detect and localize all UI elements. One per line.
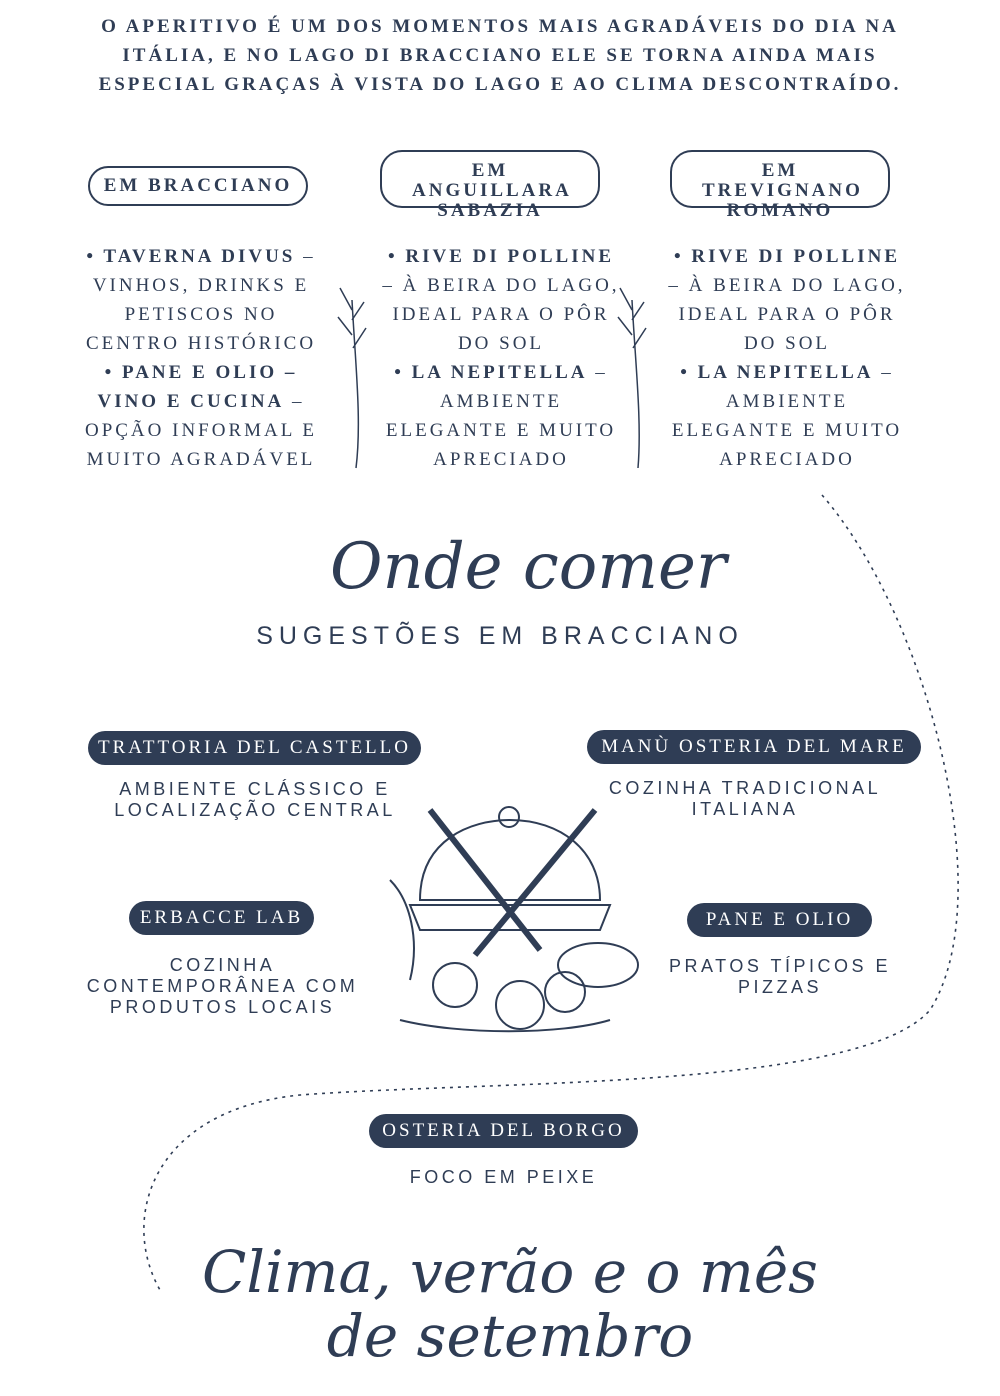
location-label-anguillara: EM ANGUILLARA SABAZIA <box>380 150 600 221</box>
restaurant-pill-osteria-del-borgo: OSTERIA DEL BORGO <box>369 1114 638 1148</box>
branch-icon <box>337 287 367 469</box>
restaurant-desc: COZINHA TRADICIONAL ITALIANA <box>608 778 882 819</box>
location-list-bracciano: • TAVERNA DIVUS – VINHOS, DRINKS E PETIS… <box>80 242 322 474</box>
section-title-onde-comer: Onde comer <box>330 530 727 604</box>
restaurant-desc: PRATOS TÍPICOS E PIZZAS <box>668 956 892 997</box>
place-desc: – À BEIRA DO LAGO, IDEAL PARA O PÔR DO S… <box>668 275 906 354</box>
place-name: • TAVERNA DIVUS <box>86 246 296 267</box>
restaurant-pill-trattoria-del-castello: TRATTORIA DEL CASTELLO <box>88 731 421 765</box>
place-desc: – AMBIENTE ELEGANTE E MUITO APRECIADO <box>671 362 903 470</box>
place-desc: – AMBIENTE ELEGANTE E MUITO APRECIADO <box>385 362 617 470</box>
place-desc: – VINHOS, DRINKS E PETISCOS NO CENTRO HI… <box>85 246 317 354</box>
location-label-bracciano: EM BRACCIANO <box>88 166 308 206</box>
restaurant-pill-erbacce-lab: ERBACCE LAB <box>129 901 314 935</box>
restaurant-desc: COZINHA CONTEMPORÂNEA COM PRODUTOS LOCAI… <box>86 955 359 1017</box>
place-name: • LA NEPITELLA <box>680 362 874 383</box>
restaurant-desc: FOCO EM PEIXE <box>409 1167 598 1187</box>
place-name: • RIVE DI POLLINE <box>387 246 615 267</box>
place-name: • RIVE DI POLLINE <box>673 246 901 267</box>
next-section-title: Clima, verão e o mês de setembro <box>202 1238 818 1370</box>
restaurant-pill-manu-osteria: MANÙ OSTERIA DEL MARE <box>587 730 921 764</box>
location-list-trevignano: • RIVE DI POLLINE – À BEIRA DO LAGO, IDE… <box>668 242 906 474</box>
restaurant-desc: AMBIENTE CLÁSSICO E LOCALIZAÇÃO CENTRAL <box>114 779 396 820</box>
branch-icon <box>617 287 647 469</box>
place-desc: – OPÇÃO INFORMAL E MUITO AGRADÁVEL <box>84 391 318 470</box>
place-desc: – À BEIRA DO LAGO, IDEAL PARA O PÔR DO S… <box>382 275 620 354</box>
location-label-trevignano: EM TREVIGNANO ROMANO <box>670 150 890 221</box>
place-name: • LA NEPITELLA <box>394 362 588 383</box>
intro-text: O APERITIVO É UM DOS MOMENTOS MAIS AGRAD… <box>98 16 902 95</box>
location-list-anguillara: • RIVE DI POLLINE – À BEIRA DO LAGO, IDE… <box>382 242 620 474</box>
place-name: • PANE E OLIO – VINO E CUCINA <box>97 362 298 412</box>
restaurant-pill-pane-e-olio: PANE E OLIO <box>687 903 872 937</box>
section-subtitle: SUGESTÕES EM BRACCIANO <box>256 622 744 650</box>
cloche-cutlery-illustration <box>389 806 639 1033</box>
